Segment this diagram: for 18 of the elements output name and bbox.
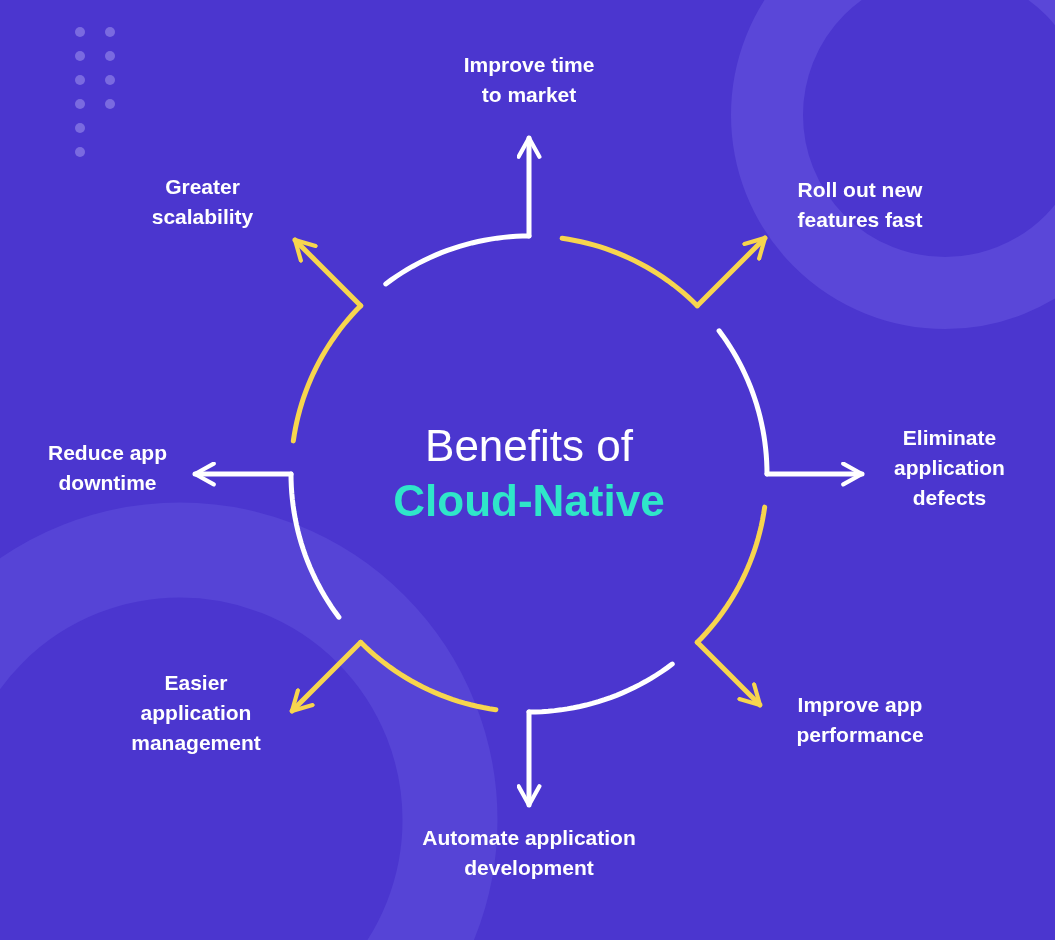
arrow xyxy=(516,709,542,808)
arrow xyxy=(192,461,294,487)
benefit-label: Greater scalability xyxy=(150,174,255,230)
arrow xyxy=(694,639,763,708)
arrow xyxy=(292,237,364,309)
arrow xyxy=(764,461,865,487)
center-label: Cloud-Native xyxy=(393,475,665,527)
arrow xyxy=(516,135,542,239)
arrow xyxy=(694,235,768,309)
benefit-label: Eliminate application defects xyxy=(893,424,1006,511)
arrow xyxy=(289,639,364,714)
benefit-label: Roll out new features fast xyxy=(796,177,924,233)
benefit-label: Improve app performance xyxy=(795,692,925,748)
benefit-label: Automate application development xyxy=(421,825,637,881)
benefit-label: Easier application management xyxy=(130,669,262,756)
benefit-label: Improve time to market xyxy=(462,52,596,108)
center-label: Benefits of xyxy=(425,420,633,472)
benefit-label: Reduce app downtime xyxy=(47,439,168,496)
